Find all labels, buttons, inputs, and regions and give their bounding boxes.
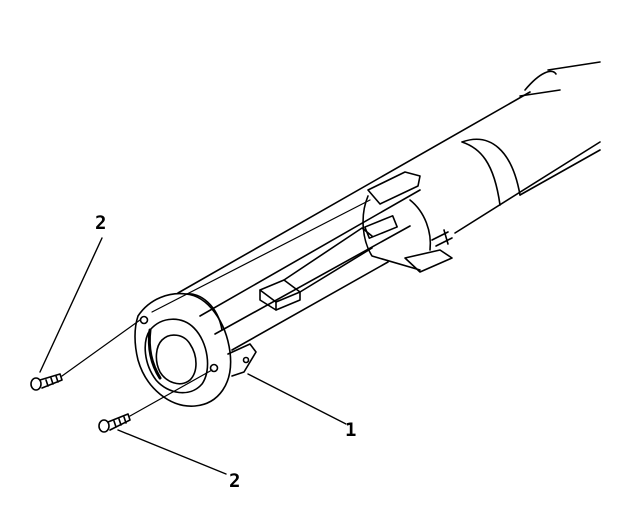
callout-label-1: 1 [345,419,357,441]
housing-side [410,200,430,250]
actuator-rod-top [284,228,372,280]
screw-upper [31,374,62,390]
leader-2-top [40,238,102,372]
ring-bore [156,335,196,384]
screw-lower [99,414,130,432]
column-tube [178,62,600,350]
actuator-rod-bottom [300,248,372,292]
retainer-ring [135,294,256,407]
actuator-bottom [260,290,276,310]
screw-upper-thread [46,376,58,386]
ring-lug [228,344,256,376]
callout-label-2-upper: 2 [95,212,107,234]
axis-screw-upper [62,200,370,376]
housing-pin [432,230,452,246]
actuator-rod-face [276,292,300,310]
leader-1 [248,374,346,424]
callout-label-2-lower: 2 [229,470,241,492]
tube-bottom-edge [232,142,600,350]
housing-tab [368,172,420,204]
tube-end-ring [520,90,560,96]
screw-lower-head [99,420,109,432]
axis-screw-lower [130,370,212,416]
leader-lines [40,238,346,474]
tube-end-cap [525,62,600,90]
ring-screw-hole-top [141,317,148,324]
ring-lug-hole [244,358,249,363]
tube-inner-line [200,190,420,316]
ring-screw-hole-bottom [211,365,218,372]
switch-actuator [260,228,372,310]
screw-lower-thread [114,417,126,427]
assembly-lines [62,200,370,416]
ring-inner-lip [145,319,207,392]
tube-window [462,139,520,205]
housing-flange [405,250,452,272]
screw-upper-head [31,378,41,390]
tube-mid-line [215,226,410,334]
lock-housing [363,172,452,272]
leader-2-bottom [118,430,226,474]
screw-lower-shank [108,414,130,430]
tube-top-edge [178,92,530,293]
ring-shadow [149,330,160,378]
tube-right-edge [520,150,600,195]
screw-upper-shank [40,374,62,388]
ring-depth [186,294,222,330]
